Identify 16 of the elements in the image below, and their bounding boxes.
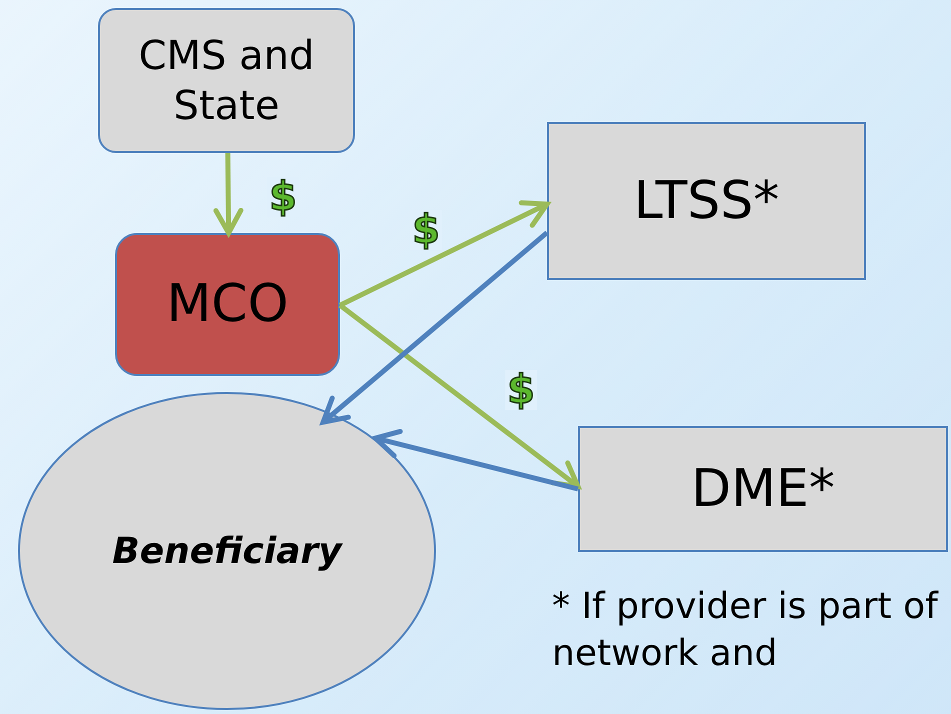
node-label: LTSS* [632, 170, 780, 232]
process-box [547, 122, 866, 280]
arrow [213, 152, 244, 236]
node-label: Beneficiary [111, 530, 344, 574]
highlight-box [115, 233, 340, 376]
edge-label: $ [505, 370, 537, 410]
arrow [320, 230, 549, 425]
node-label: MCO [165, 273, 290, 336]
arrow [372, 428, 579, 492]
process-box [98, 8, 355, 153]
node-label: DME* [690, 458, 836, 520]
process-box [578, 426, 948, 552]
arrow [338, 200, 550, 308]
node-label: CMS and State [138, 32, 316, 130]
footnote: * If provider is part of network and [552, 585, 940, 676]
arrow [338, 303, 580, 489]
